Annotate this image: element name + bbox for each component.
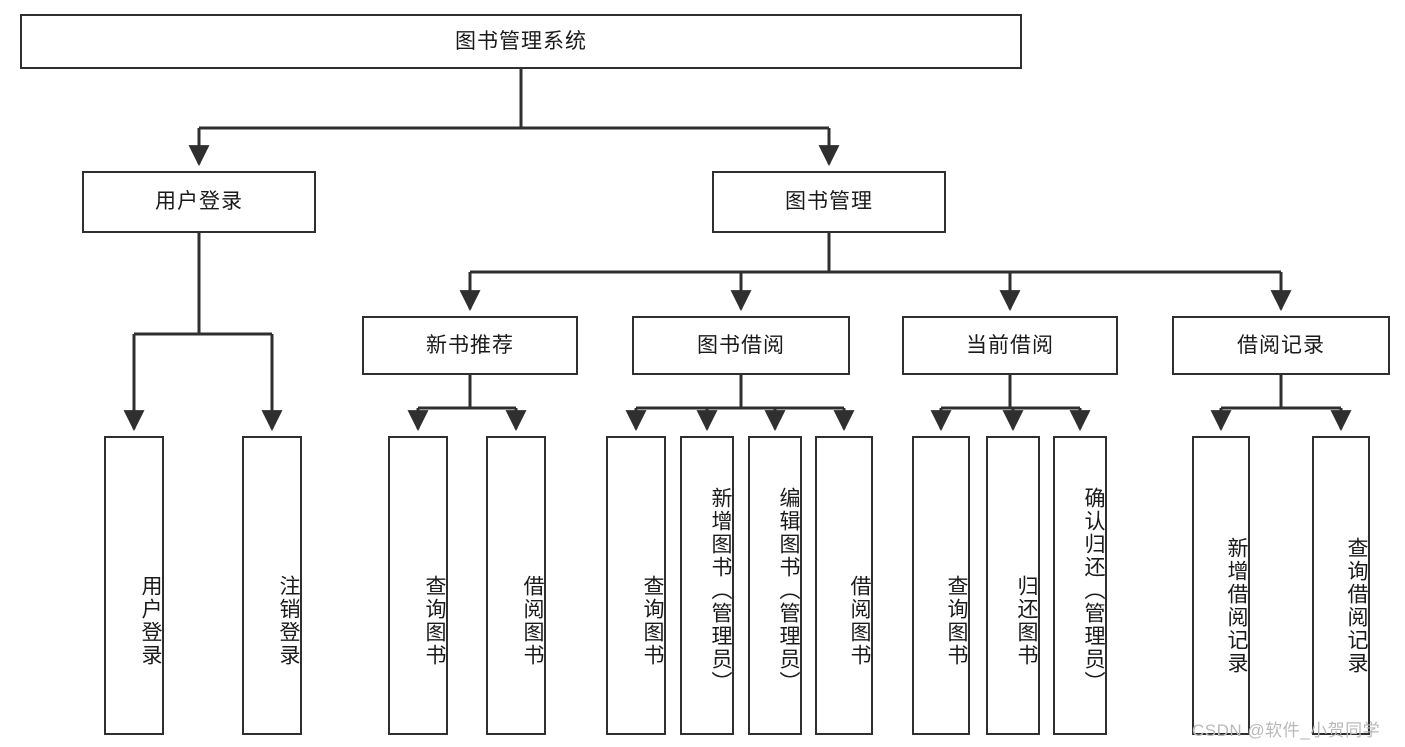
node-leaf-user-logout[interactable]: 注销登录 <box>242 436 302 735</box>
node-leaf-return-book-label: 归还图书 <box>1015 574 1038 667</box>
node-root[interactable]: 图书管理系统 <box>20 14 1022 69</box>
node-user-login[interactable]: 用户登录 <box>82 171 316 233</box>
node-leaf-query-book-2-label: 查询图书 <box>641 574 664 667</box>
node-current-borrow-label: 当前借阅 <box>966 333 1054 357</box>
node-book-manage[interactable]: 图书管理 <box>712 171 946 233</box>
node-leaf-edit-book[interactable]: 编辑图书（管理员） <box>748 436 802 735</box>
node-book-borrow[interactable]: 图书借阅 <box>632 316 850 375</box>
node-book-borrow-label: 图书借阅 <box>697 333 785 357</box>
node-borrow-record-label: 借阅记录 <box>1237 333 1325 357</box>
node-new-book-recommend[interactable]: 新书推荐 <box>362 316 578 375</box>
node-leaf-confirm-return[interactable]: 确认归还（管理员） <box>1053 436 1107 735</box>
node-leaf-user-login-label: 用户登录 <box>139 574 162 667</box>
node-leaf-add-record-label: 新增借阅记录 <box>1225 536 1248 675</box>
node-leaf-query-record-label: 查询借阅记录 <box>1345 536 1368 675</box>
node-leaf-user-login[interactable]: 用户登录 <box>104 436 164 735</box>
node-leaf-return-book[interactable]: 归还图书 <box>986 436 1040 735</box>
node-new-book-recommend-label: 新书推荐 <box>426 333 514 357</box>
node-leaf-user-logout-label: 注销登录 <box>277 574 300 667</box>
node-leaf-query-book-3[interactable]: 查询图书 <box>912 436 970 735</box>
node-leaf-add-book[interactable]: 新增图书（管理员） <box>680 436 734 735</box>
node-root-label: 图书管理系统 <box>455 29 587 53</box>
node-leaf-query-book-2[interactable]: 查询图书 <box>606 436 666 735</box>
node-current-borrow[interactable]: 当前借阅 <box>902 316 1118 375</box>
node-leaf-query-book-1[interactable]: 查询图书 <box>388 436 448 735</box>
node-leaf-confirm-return-label: 确认归还（管理员） <box>1082 487 1105 694</box>
node-leaf-query-record[interactable]: 查询借阅记录 <box>1312 436 1370 735</box>
node-leaf-borrow-book-2-label: 借阅图书 <box>848 574 871 667</box>
node-leaf-borrow-book-2[interactable]: 借阅图书 <box>815 436 873 735</box>
node-borrow-record[interactable]: 借阅记录 <box>1172 316 1390 375</box>
node-leaf-borrow-book-1-label: 借阅图书 <box>521 574 544 667</box>
node-leaf-borrow-book-1[interactable]: 借阅图书 <box>486 436 546 735</box>
node-leaf-query-book-1-label: 查询图书 <box>423 574 446 667</box>
node-leaf-query-book-3-label: 查询图书 <box>945 574 968 667</box>
node-user-login-label: 用户登录 <box>155 190 243 214</box>
node-book-manage-label: 图书管理 <box>785 190 873 214</box>
node-leaf-add-record[interactable]: 新增借阅记录 <box>1192 436 1250 735</box>
node-leaf-add-book-label: 新增图书（管理员） <box>709 487 732 694</box>
node-leaf-edit-book-label: 编辑图书（管理员） <box>777 487 800 694</box>
